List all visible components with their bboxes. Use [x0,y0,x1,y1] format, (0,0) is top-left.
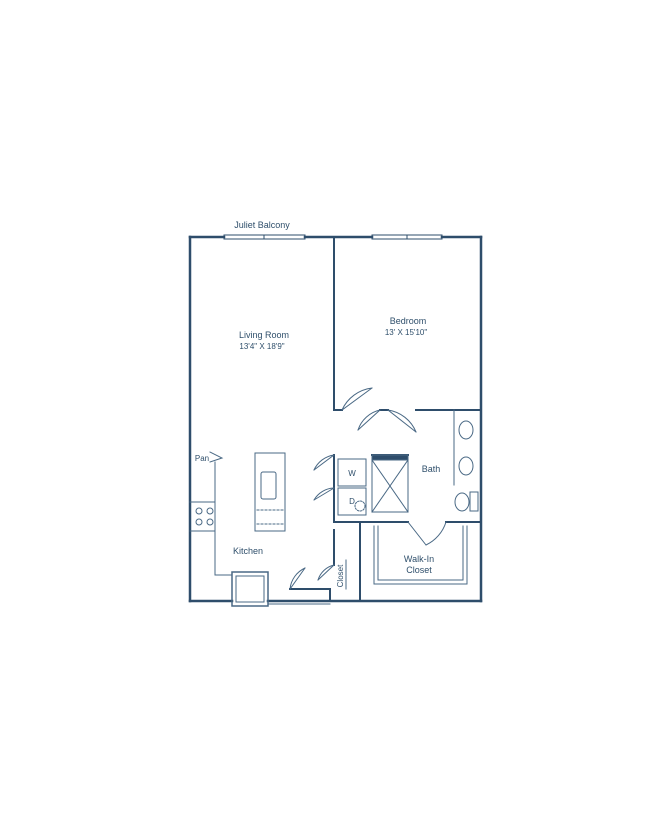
interior-walls [289,236,482,602]
kitchen-island [254,452,286,532]
balcony-label: Juliet Balcony [234,220,290,230]
juliet-balcony [223,234,306,240]
pantry-label: Pan [195,454,209,463]
laundry [337,458,367,516]
toilet [454,492,470,512]
hall-door [357,409,381,431]
stove [195,507,214,526]
walk-in-closet-label-1: Walk-In [404,554,434,564]
bedroom-dims: 13' X 15'10" [385,328,428,337]
laundry-door-lower [313,487,335,501]
bedroom-door [341,387,373,411]
doors [267,387,447,605]
walk-in-closet-shelves [373,525,468,585]
kitchen-sink [260,471,277,500]
outer-walls [188,235,483,603]
shower [371,454,409,513]
bedroom-label: Bedroom [390,316,427,326]
living-room-dims: 13'4" X 18'9" [239,342,284,351]
dryer [337,487,367,516]
kitchen-fixtures [189,451,286,607]
laundry-door-upper [313,454,335,471]
sink-upper [458,420,474,440]
pantry-door [209,451,224,463]
washer [337,458,367,487]
closet-label: Closet [336,564,345,587]
living-room-label: Living Room [239,330,289,340]
washer-label: W [348,469,356,478]
kitchen-label: Kitchen [233,546,263,556]
walk-in-closet-door [407,521,447,546]
bath-fixtures [453,409,479,512]
sink-lower [458,456,474,476]
walk-in-closet-label-2: Closet [406,565,432,575]
dryer-label: D [349,497,355,506]
refrigerator [231,571,269,607]
bath-label: Bath [422,464,441,474]
bath-door [387,409,417,433]
closet-door [317,564,335,581]
entry-door [289,567,306,590]
bedroom-window [371,234,443,240]
